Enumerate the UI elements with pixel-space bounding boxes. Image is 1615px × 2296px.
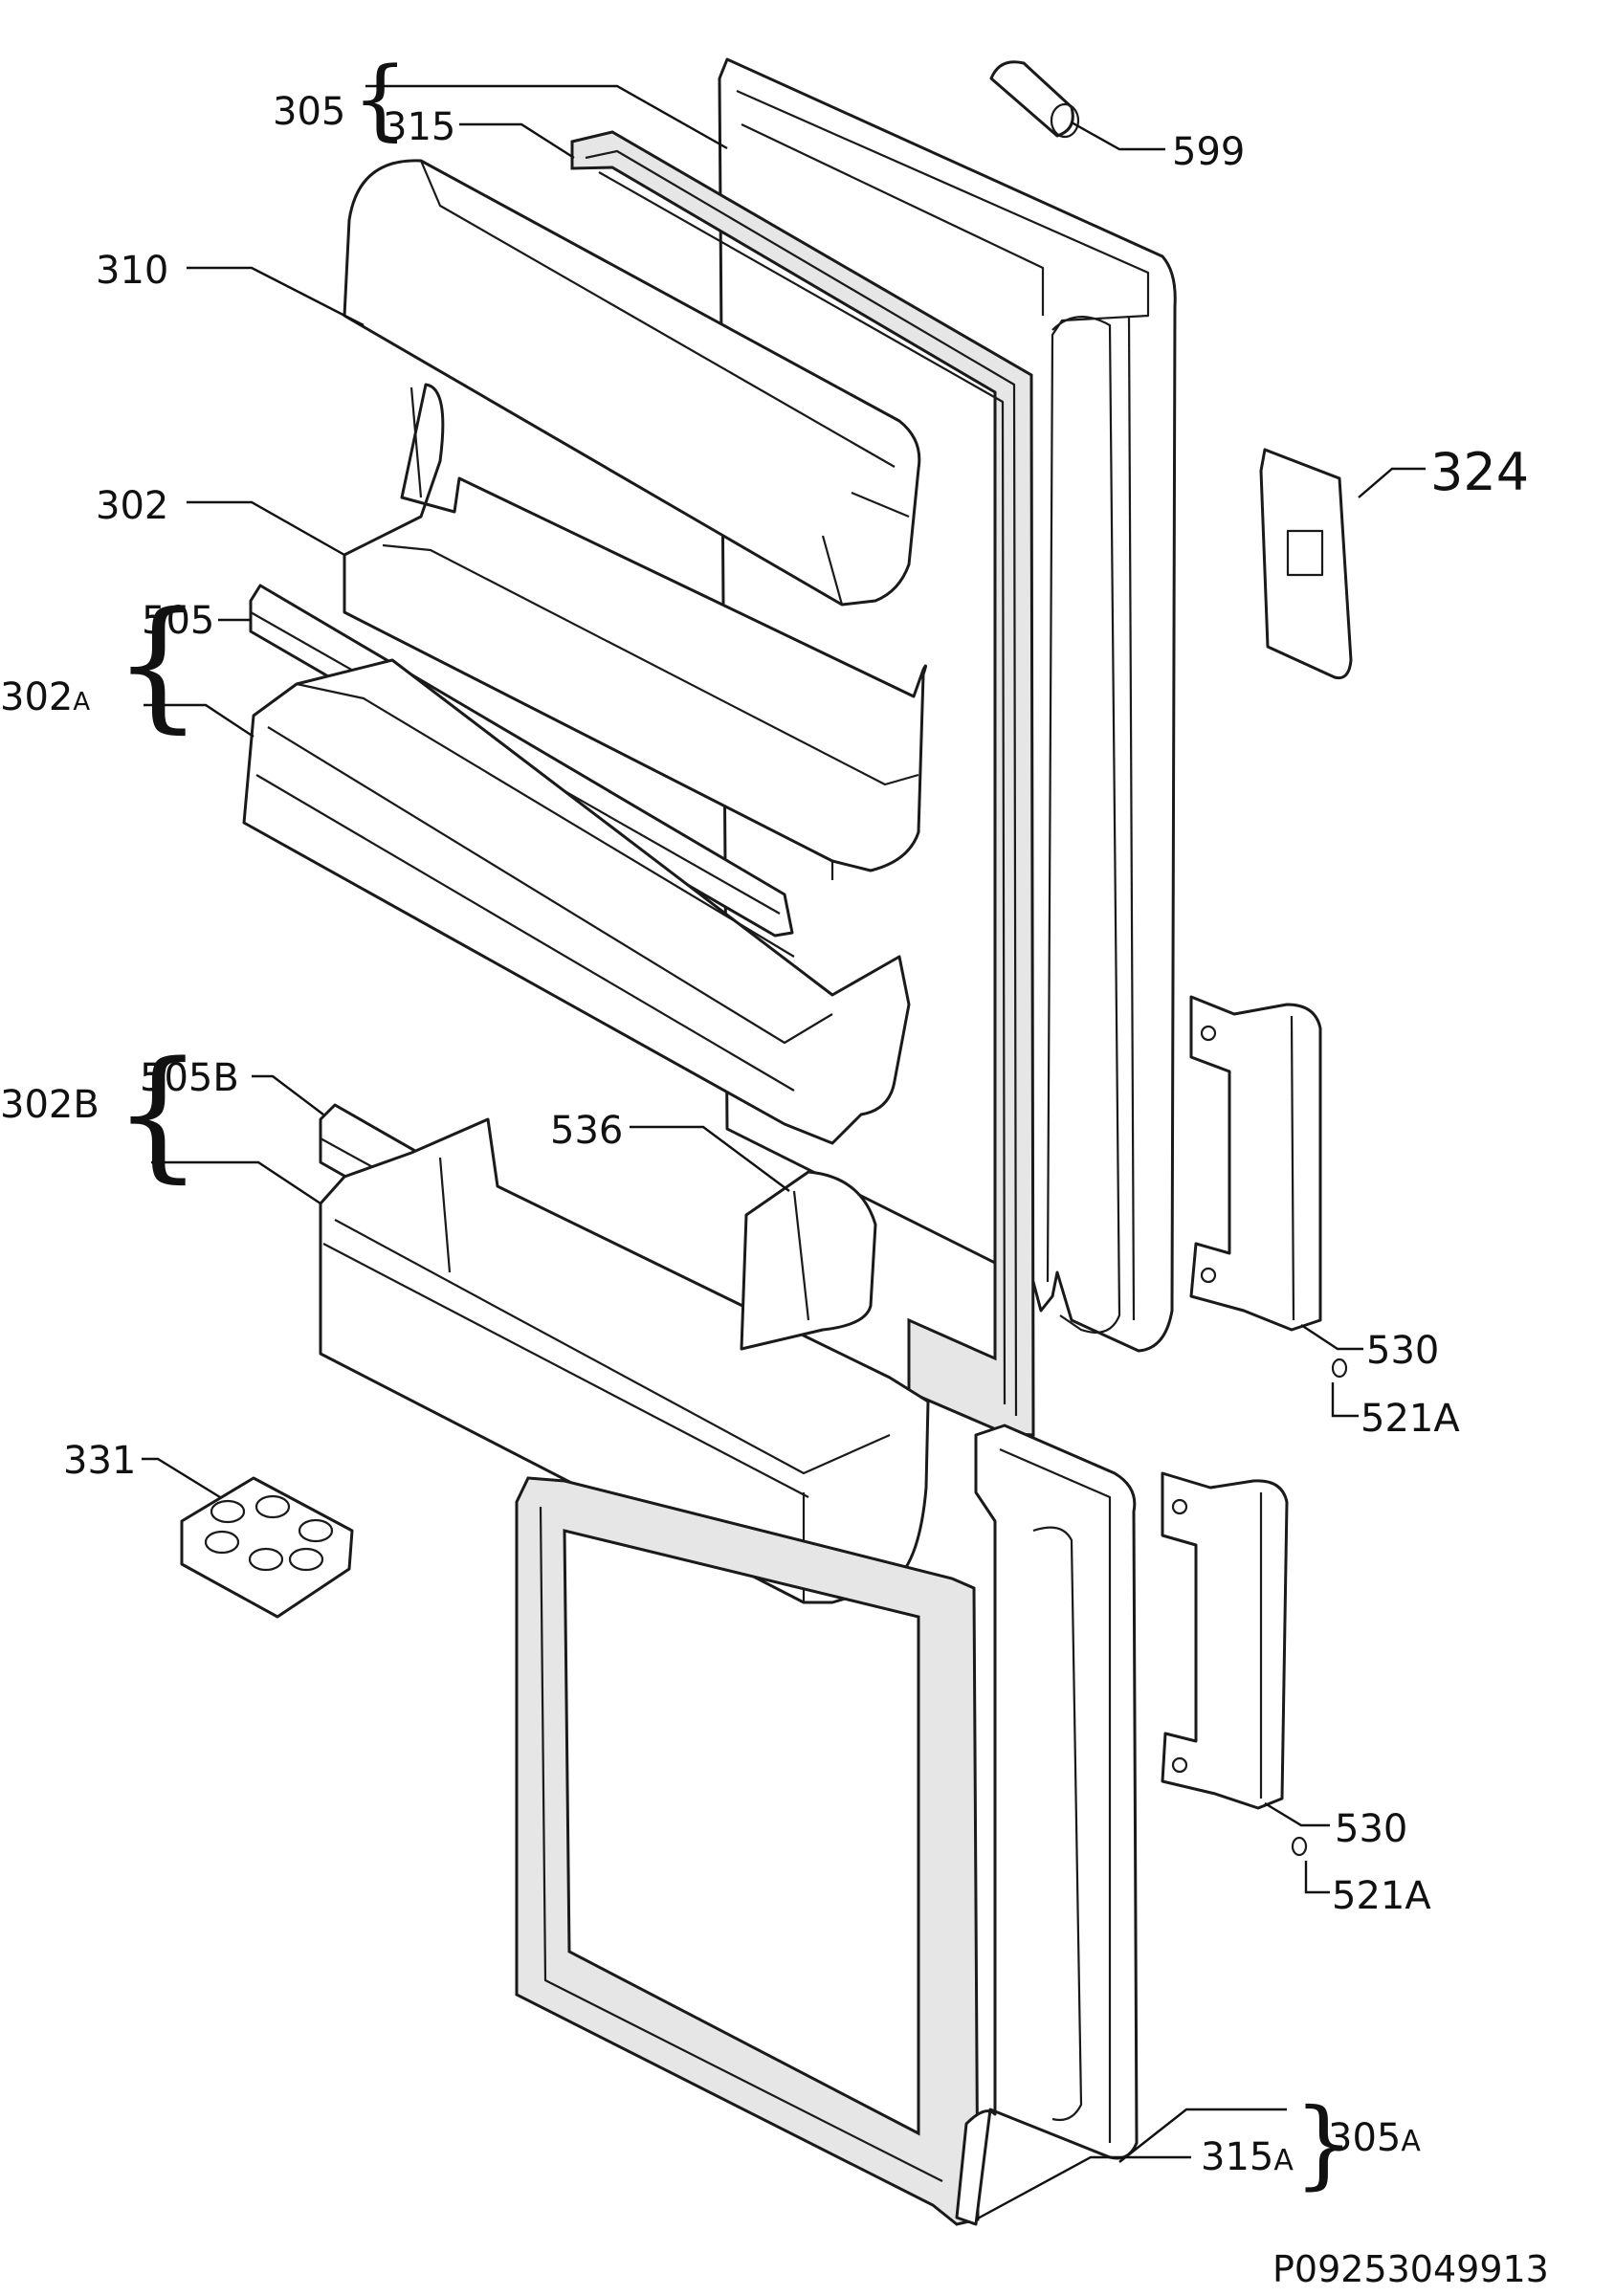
dairy-compartment-lid — [343, 159, 921, 607]
leader-305 — [365, 84, 728, 150]
leader-315a — [975, 2155, 1191, 2221]
label-331: 331 — [63, 1439, 136, 1483]
label-302b: 302B — [0, 1083, 100, 1127]
lower-door-gasket — [515, 1476, 980, 2226]
label-315: 315 — [383, 105, 455, 149]
leader-536 — [630, 1125, 790, 1192]
label-536: 536 — [550, 1109, 623, 1153]
lower-screw-cap-part — [1291, 1836, 1308, 1857]
handle-cap-part — [989, 60, 1080, 139]
brace-302a: { — [113, 582, 203, 746]
leader-331 — [142, 1457, 221, 1499]
door-shelf-upper — [343, 383, 927, 880]
lower-door-panel — [955, 1424, 1139, 2226]
brace-305a: } — [1294, 2087, 1355, 2199]
label-324: 324 — [1430, 442, 1529, 502]
label-530-lower: 530 — [1335, 1807, 1407, 1851]
leader-315 — [459, 122, 575, 160]
document-id: P09253049913 — [1272, 2248, 1549, 2290]
leader-521a-lower — [1304, 1861, 1330, 1894]
leader-599 — [1071, 121, 1165, 151]
leader-521a-upper — [1331, 1382, 1359, 1418]
rating-plate-part — [1259, 448, 1353, 680]
egg-tray-part — [180, 1476, 354, 1619]
leader-302 — [187, 500, 345, 557]
door-shelf-302a — [242, 658, 911, 1145]
brace-302b: { — [113, 1031, 203, 1196]
leader-530-lower — [1264, 1801, 1330, 1827]
label-599: 599 — [1172, 130, 1245, 174]
leader-310 — [187, 266, 365, 327]
label-305: 305 — [273, 90, 345, 134]
label-521a-lower: 521A — [1332, 1874, 1431, 1918]
upper-screw-cap-part — [1331, 1358, 1348, 1379]
leader-324 — [1358, 467, 1426, 498]
label-305a: 305A — [1328, 2116, 1421, 2160]
lower-handle-part — [1161, 1471, 1289, 1810]
label-521a-upper: 521A — [1361, 1397, 1460, 1441]
leader-530-upper — [1300, 1323, 1363, 1351]
label-302: 302 — [96, 484, 168, 528]
leader-302a — [144, 703, 254, 739]
label-310: 310 — [96, 249, 168, 293]
label-302a: 302A — [0, 675, 90, 719]
label-505b: 505B — [140, 1056, 239, 1100]
label-505: 505 — [142, 599, 214, 643]
label-315a: 315A — [1201, 2135, 1294, 2179]
upper-door-gasket — [570, 130, 1035, 1437]
bottle-holder-part — [740, 1170, 877, 1351]
leader-302b — [151, 1160, 321, 1205]
leader-305a — [1118, 2108, 1287, 2163]
leader-505b — [252, 1074, 324, 1115]
upper-handle-part — [1189, 995, 1322, 1332]
brace-305: { — [352, 48, 409, 150]
label-530-upper: 530 — [1366, 1329, 1439, 1373]
